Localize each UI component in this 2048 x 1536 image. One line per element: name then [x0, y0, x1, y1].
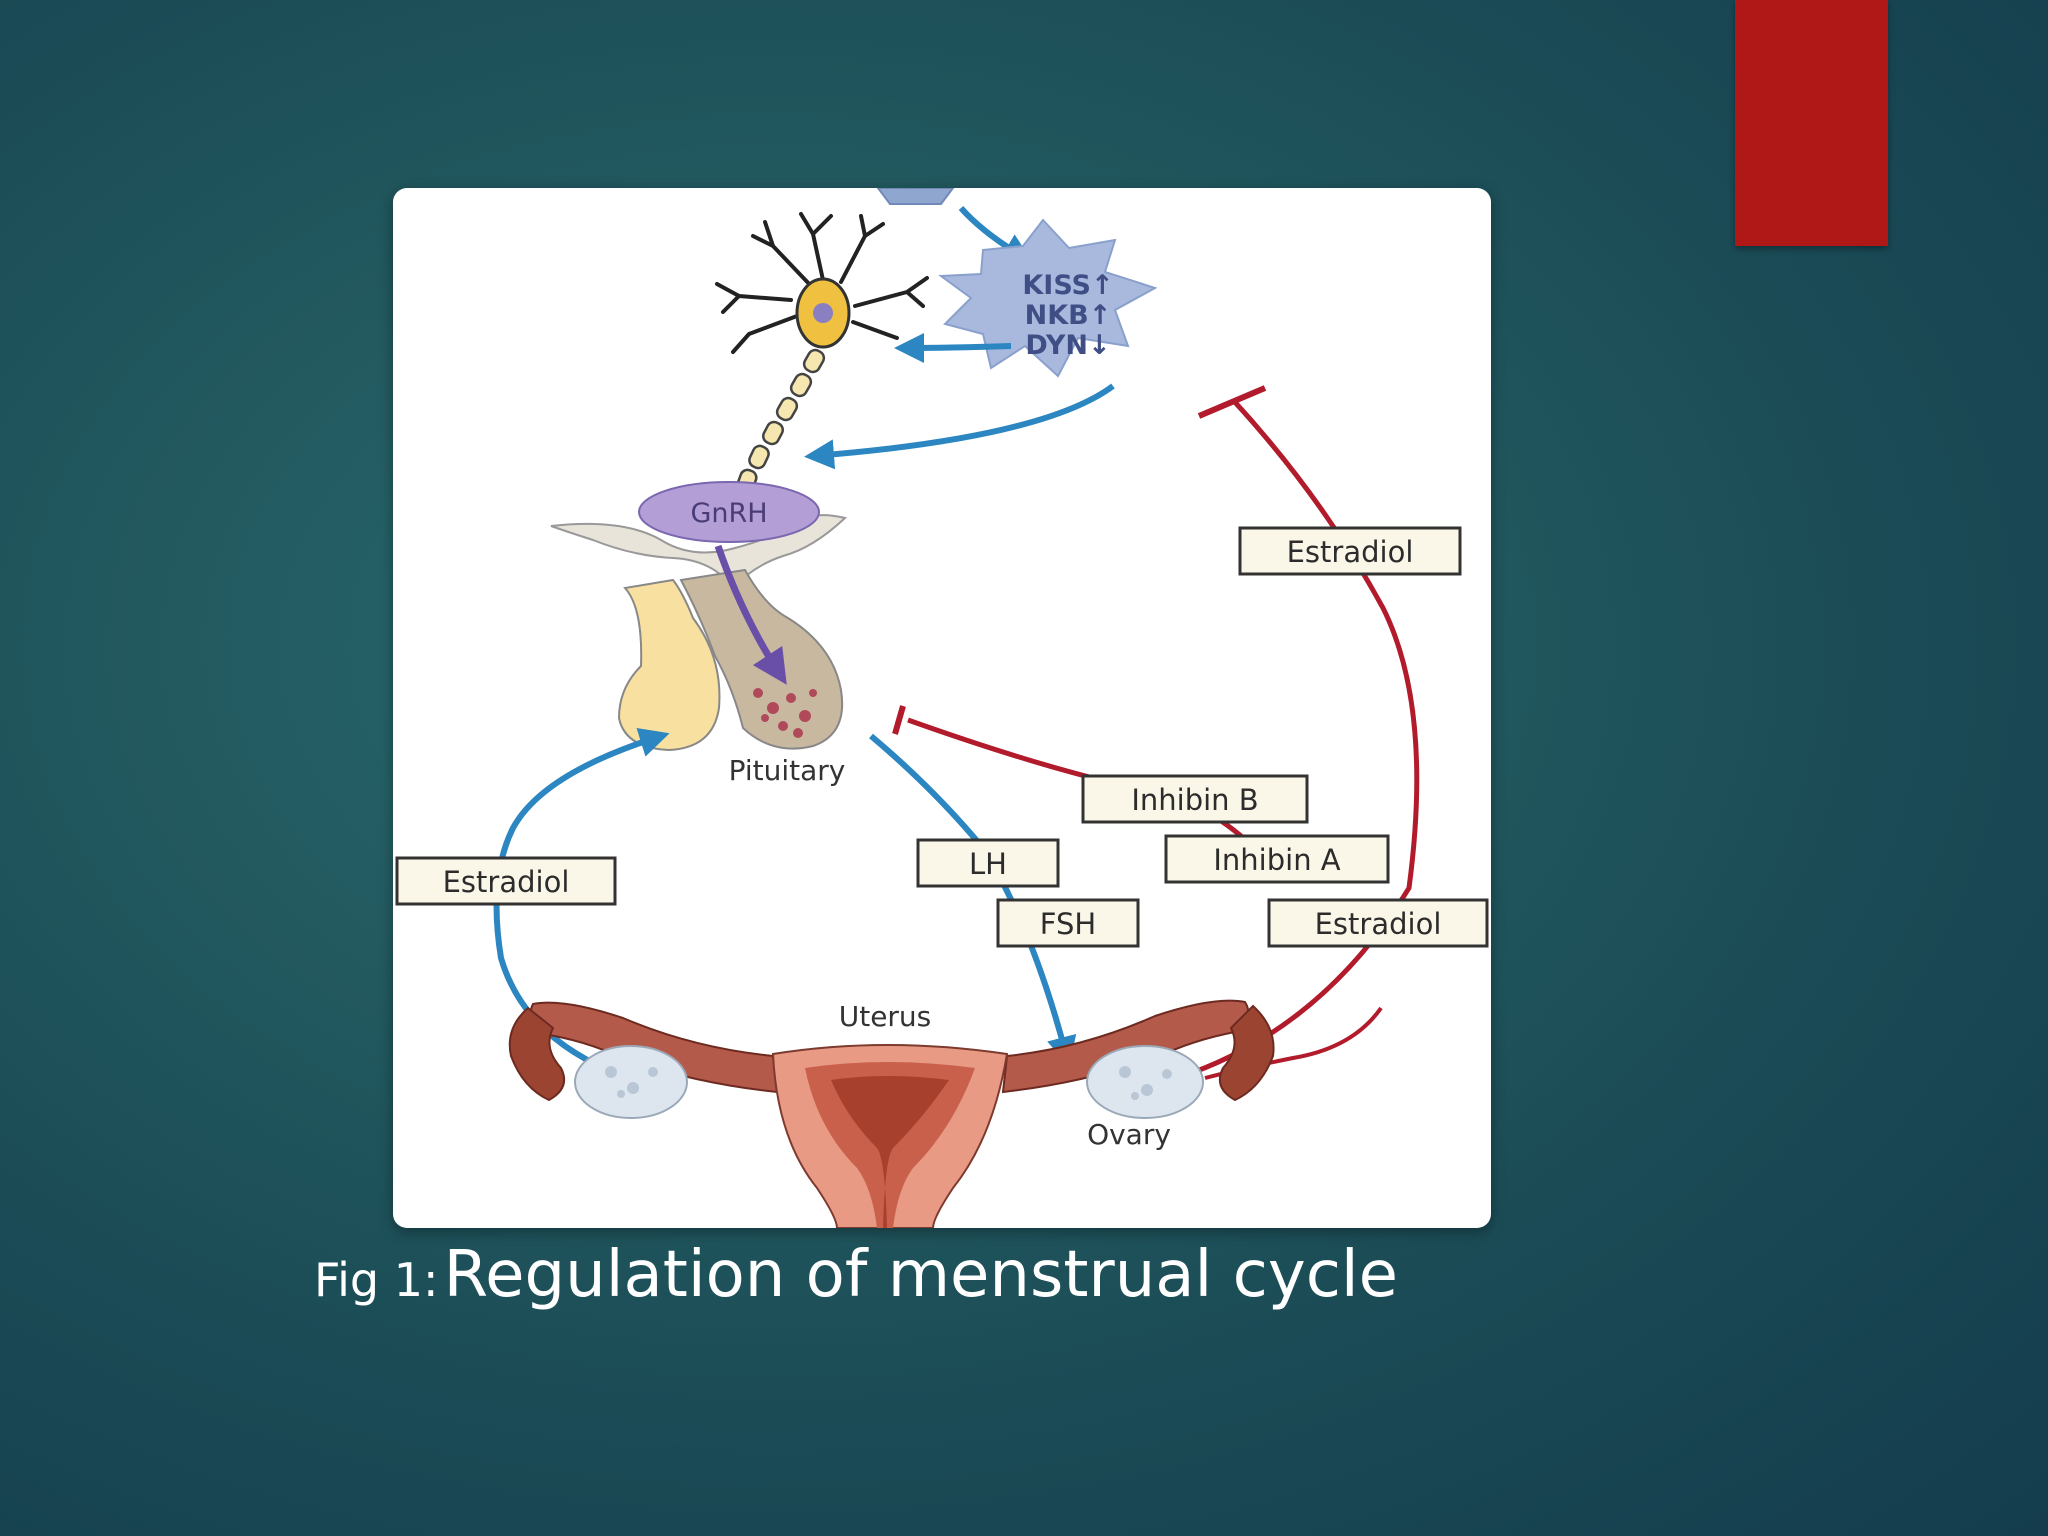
box-estradiol-left: Estradiol	[395, 856, 617, 906]
gnrh-label: GnRH	[690, 498, 767, 529]
arrow-kiss-to-median-eminence	[804, 383, 1115, 470]
pituitary-granules	[753, 688, 817, 738]
pituitary-label: Pituitary	[729, 754, 846, 787]
caption-text: Regulation of menstrual cycle	[443, 1238, 1399, 1312]
figure-caption: Fig 1: Regulation of menstrual cycle	[314, 1238, 1398, 1312]
box-estradiol-top-right: Estradiol	[1238, 526, 1462, 576]
box-estradiol-top-right-label: Estradiol	[1287, 535, 1414, 569]
gnrh-neuron-nucleus	[813, 303, 833, 323]
dyn-label: DYN↓	[1025, 330, 1110, 361]
box-fsh-label: FSH	[1040, 907, 1096, 941]
uterus-label: Uterus	[839, 1000, 932, 1033]
box-inhibin-b: Inhibin B	[1081, 774, 1309, 824]
ovary-right	[1086, 1045, 1204, 1119]
gnrh-neuron	[715, 212, 929, 354]
accent-tab	[1735, 0, 1888, 246]
estradiol-bar-end	[1197, 385, 1267, 419]
arrow-kiss-to-gnrh-neuron	[894, 332, 1012, 363]
box-lh: LH	[916, 838, 1060, 888]
box-estradiol-left-label: Estradiol	[443, 865, 570, 899]
arrow-gnrh-to-pituitary	[714, 544, 787, 685]
ovary-follicles	[605, 1066, 1172, 1100]
box-fsh: FSH	[996, 898, 1140, 948]
box-lh-label: LH	[969, 847, 1007, 881]
kiss-neuron-cell	[938, 218, 1158, 378]
upstream-cell-fragment	[876, 188, 955, 205]
inhibin-bar-end	[892, 705, 906, 735]
box-estradiol-bottom-right-label: Estradiol	[1315, 907, 1442, 941]
box-inhibin-b-label: Inhibin B	[1131, 783, 1258, 817]
gnrh-node	[638, 481, 820, 543]
kiss-label: KISS↑	[1022, 270, 1113, 301]
nkb-label: NKB↑	[1025, 300, 1112, 331]
uterus	[508, 999, 1275, 1228]
box-inhibin-a: Inhibin A	[1164, 834, 1390, 884]
box-inhibin-a-label: Inhibin A	[1213, 843, 1340, 877]
caption-prefix: Fig 1:	[314, 1253, 439, 1307]
menstrual-cycle-diagram: KISS↑ NKB↑ DYN↓	[395, 188, 1489, 1228]
hypothalamus-base	[550, 514, 848, 590]
ovary-label: Ovary	[1087, 1118, 1171, 1151]
box-estradiol-bottom-right: Estradiol	[1267, 898, 1489, 948]
estradiol-feedback-line	[1182, 398, 1420, 1079]
ovary-left	[574, 1045, 688, 1119]
figure-card: KISS↑ NKB↑ DYN↓	[393, 188, 1491, 1228]
